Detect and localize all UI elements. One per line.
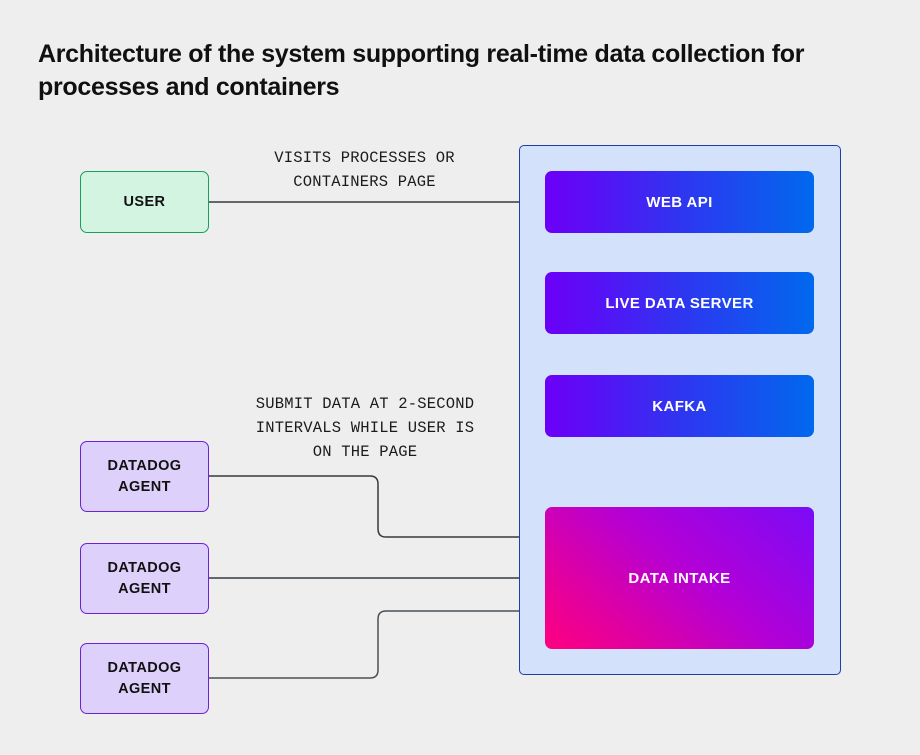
node-web-api[interactable]: WEB API (545, 171, 814, 233)
node-datadog-agent-1[interactable]: DATADOG AGENT (80, 441, 209, 512)
page-title: Architecture of the system supporting re… (38, 40, 805, 101)
node-user[interactable]: USER (80, 171, 209, 233)
node-data-intake[interactable]: DATA INTAKE (545, 507, 814, 649)
node-datadog-agent-2-label: DATADOG AGENT (107, 559, 182, 597)
node-datadog-agent-2[interactable]: DATADOG AGENT (80, 543, 209, 614)
node-web-api-label: WEB API (646, 193, 713, 211)
edge-agent1-to-dataintake (209, 475, 537, 541)
node-live-data-server-label: LIVE DATA SERVER (605, 294, 754, 312)
node-kafka[interactable]: KAFKA (545, 375, 814, 437)
edge-agent3-to-dataintake (209, 607, 537, 679)
node-user-label: USER (123, 194, 166, 210)
node-datadog-agent-1-label: DATADOG AGENT (107, 457, 182, 495)
node-datadog-agent-3[interactable]: DATADOG AGENT (80, 643, 209, 714)
edge-label-user-to-webapi: VISITS PROCESSES OR CONTAINERS PAGE (274, 149, 455, 191)
node-datadog-agent-3-label: DATADOG AGENT (107, 659, 182, 697)
edge-label-agents-to-intake: SUBMIT DATA AT 2-SECOND INTERVALS WHILE … (255, 395, 475, 461)
node-data-intake-label: DATA INTAKE (628, 569, 731, 587)
node-live-data-server[interactable]: LIVE DATA SERVER (545, 272, 814, 334)
node-kafka-label: KAFKA (652, 397, 707, 415)
